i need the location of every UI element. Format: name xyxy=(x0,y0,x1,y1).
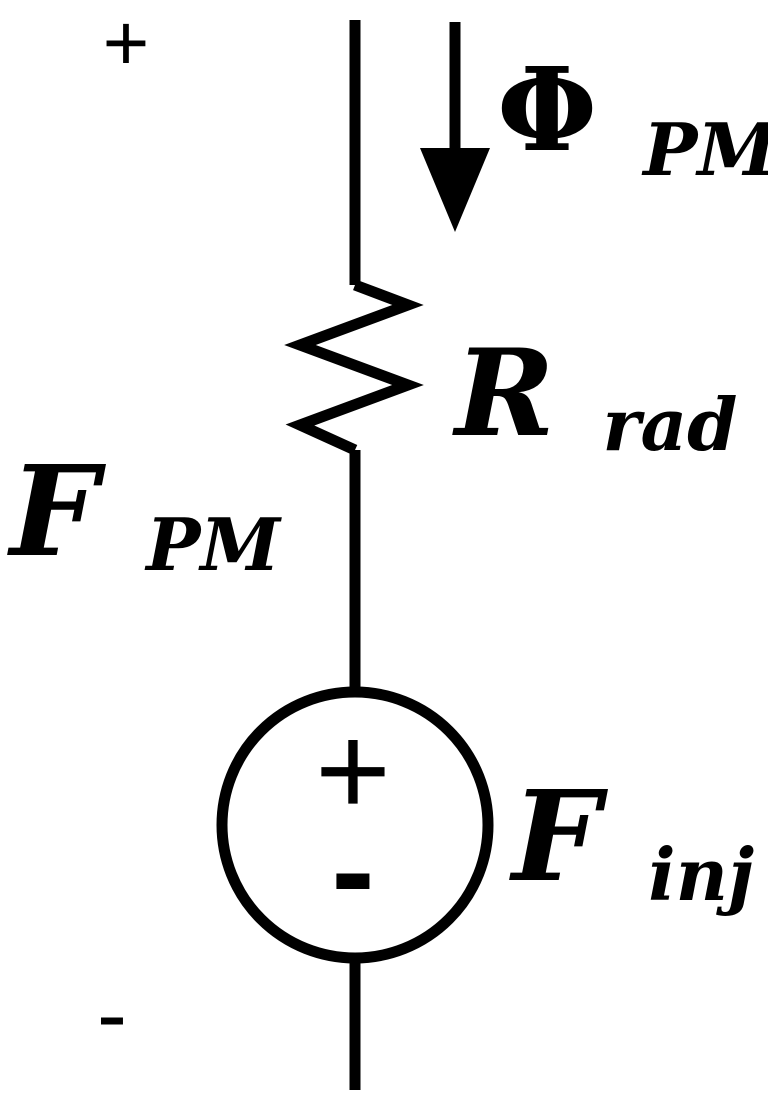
reluctance-symbol: R xyxy=(452,323,555,464)
mmf-inj-label: F inj xyxy=(509,764,754,917)
mmf-inj-subscript: inj xyxy=(648,832,754,917)
flux-arrow-icon xyxy=(420,22,490,232)
bottom-terminal-sign: - xyxy=(97,965,127,1065)
reluctance-subscript: rad xyxy=(603,382,738,467)
mmf-inj-symbol: F xyxy=(509,764,609,910)
source-plus-sign: + xyxy=(315,697,391,843)
top-terminal-sign: + xyxy=(103,0,150,87)
flux-subscript: PM xyxy=(641,107,768,192)
mmf-total-label: F PM xyxy=(7,439,282,587)
flux-label: Φ PM xyxy=(497,43,768,192)
reluctance-label: R rad xyxy=(452,323,737,467)
flux-symbol: Φ xyxy=(497,43,597,178)
source-minus-sign: - xyxy=(331,797,374,943)
reluctance-resistor xyxy=(284,279,424,456)
mmf-total-symbol: F xyxy=(7,439,107,585)
mmf-total-subscript: PM xyxy=(144,502,282,587)
